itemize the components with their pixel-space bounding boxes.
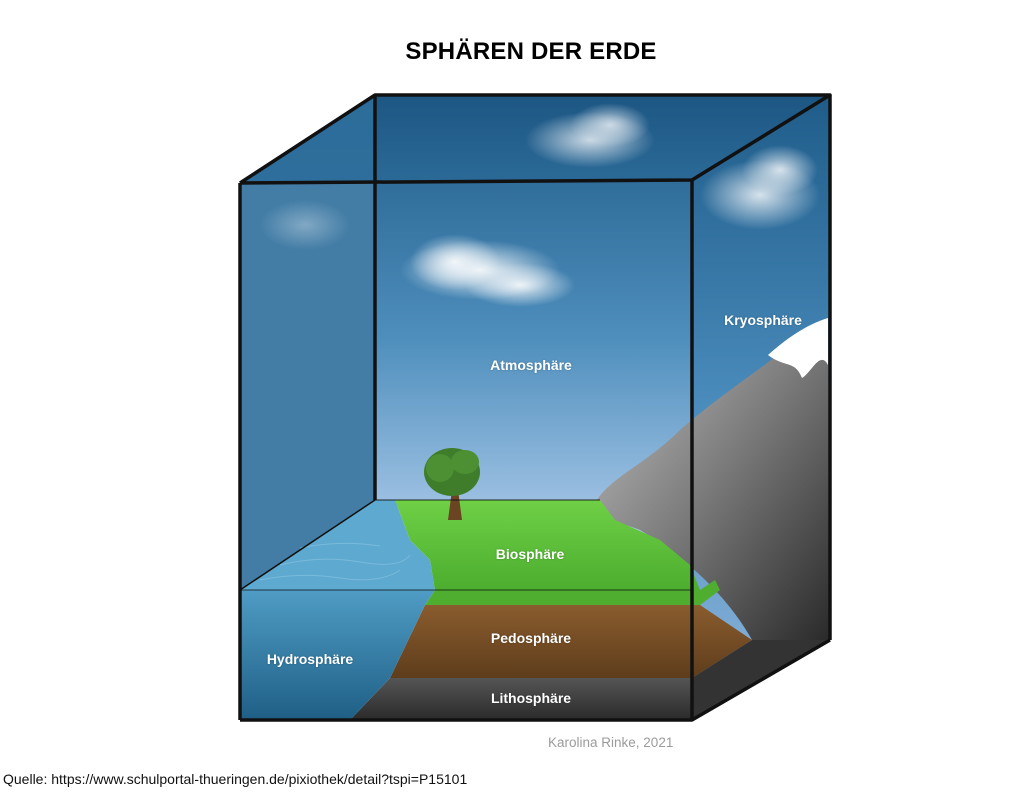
- rock-block: [350, 678, 692, 720]
- label-pedosphere: Pedosphäre: [490, 630, 572, 646]
- cloud-icon: [525, 103, 655, 168]
- page-title: SPHÄREN DER ERDE: [405, 38, 657, 65]
- label-atmosphere: Atmosphäre: [490, 357, 572, 373]
- label-cryosphere: Kryosphäre: [724, 312, 802, 328]
- author-credit: Karolina Rinke, 2021: [548, 735, 674, 750]
- grass-edge: [425, 580, 720, 605]
- tree-icon: [424, 448, 480, 520]
- cube-edges: [238, 93, 832, 722]
- water-front: [240, 590, 435, 720]
- label-lithosphere: Lithosphäre: [490, 690, 572, 706]
- snow-cap: [768, 318, 828, 378]
- soil-block: [390, 605, 752, 678]
- label-hydrosphere: Hydrosphäre: [266, 651, 354, 667]
- source-line: Quelle: https://www.schulportal-thuering…: [3, 771, 468, 787]
- cloud-icon: [700, 145, 820, 230]
- cloud-icon: [260, 200, 350, 250]
- grass-surface: [375, 500, 700, 590]
- cloud-icon: [400, 234, 575, 307]
- water-surface: [240, 500, 435, 590]
- label-biosphere: Biosphäre: [495, 546, 565, 562]
- mountain: [590, 318, 830, 640]
